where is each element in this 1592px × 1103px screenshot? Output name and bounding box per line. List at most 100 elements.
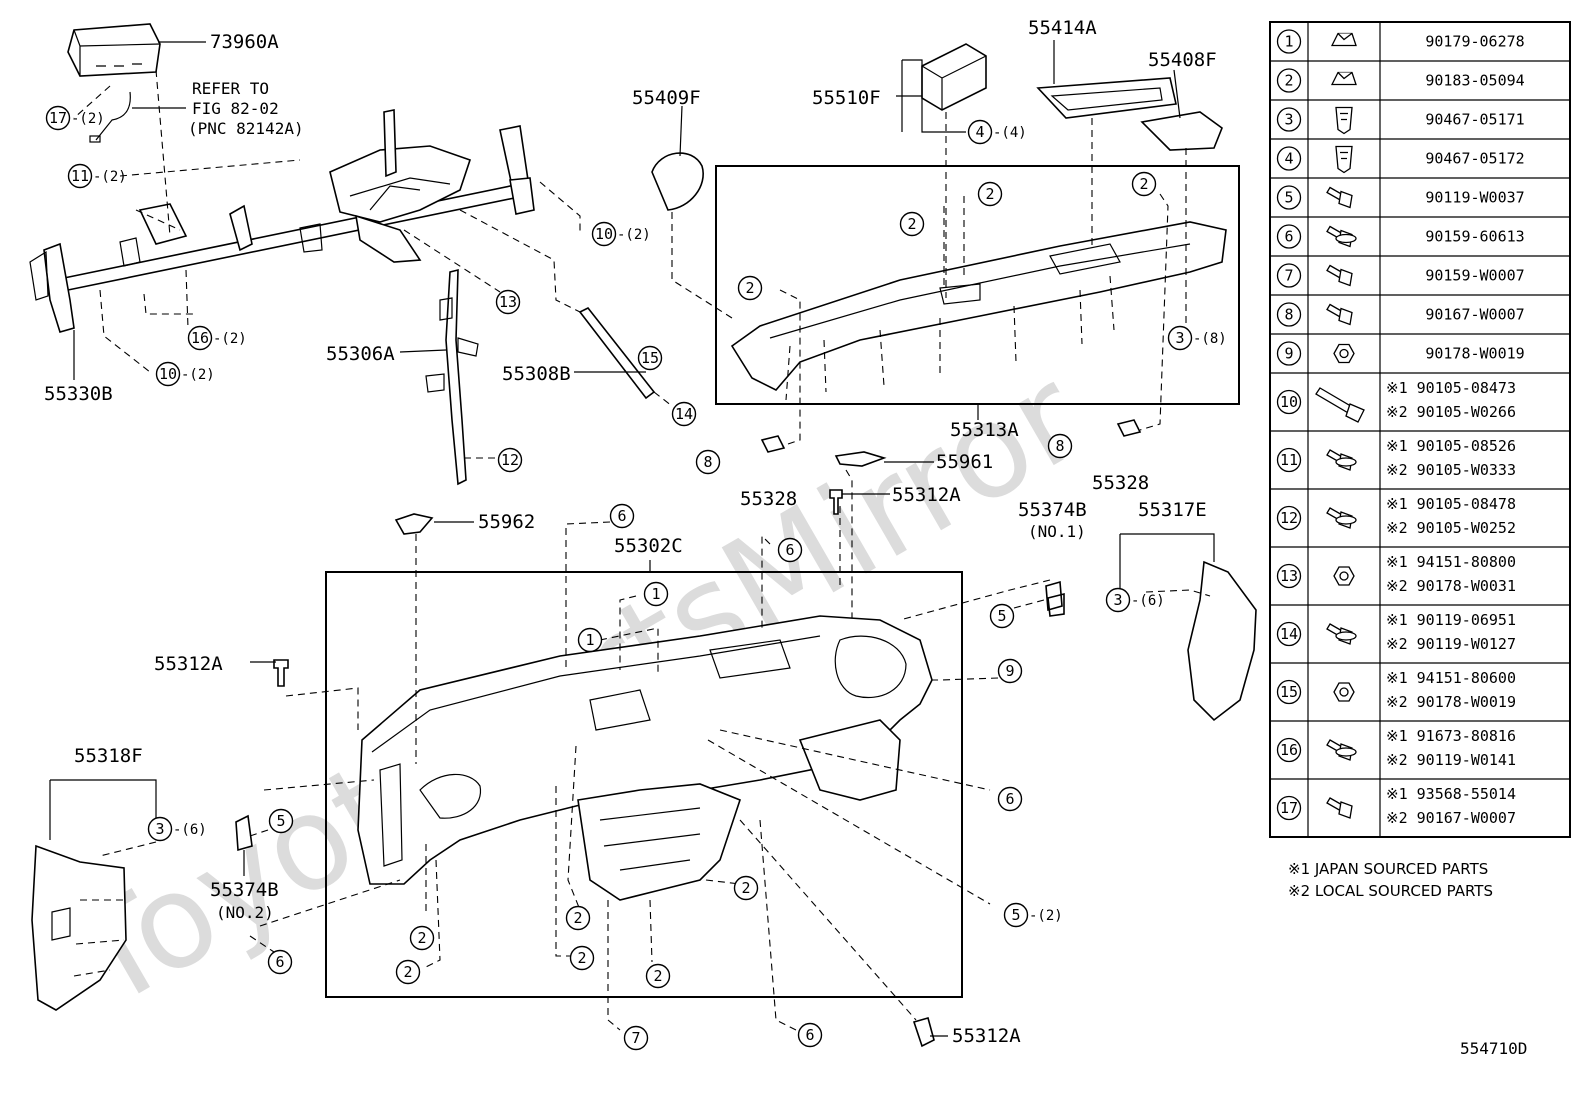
- callout-circle: [187, 325, 213, 351]
- callout-3[interactable]: 3-(8): [1167, 325, 1227, 351]
- callout-1[interactable]: 1: [577, 627, 603, 653]
- label-55318f[interactable]: 55318F: [74, 745, 143, 767]
- callout-17[interactable]: 17-(2): [45, 105, 105, 131]
- brace-55306a-part[interactable]: [425, 268, 479, 486]
- callout-2[interactable]: 2: [409, 925, 435, 951]
- callout-16[interactable]: 16-(2): [187, 325, 247, 351]
- screw-55312a-bottom-part[interactable]: [912, 1017, 935, 1048]
- callout-3[interactable]: 3-(6): [1105, 587, 1165, 613]
- fastener-row[interactable]: 12※1 90105-08478※2 90105-W0252: [1270, 488, 1570, 537]
- callout-15[interactable]: 15: [637, 345, 663, 371]
- bracket-55374b-no1-part[interactable]: [1045, 580, 1065, 617]
- fastener-number: 16: [1280, 741, 1298, 759]
- label-55374b-no1[interactable]: 55374B: [1018, 499, 1087, 521]
- callout-11[interactable]: 11-(2): [67, 163, 127, 189]
- callout-6[interactable]: 6: [997, 786, 1023, 812]
- label-55328-right[interactable]: 55328: [1092, 472, 1149, 494]
- callout-2[interactable]: 2: [737, 275, 763, 301]
- fastener-row[interactable]: 16※1 91673-80816※2 90119-W0141: [1270, 720, 1570, 769]
- label-55312a-bottom[interactable]: 55312A: [952, 1025, 1021, 1047]
- screw-55312a-left-part[interactable]: [273, 659, 289, 687]
- label-55312a-top[interactable]: 55312A: [892, 484, 961, 506]
- callout-8[interactable]: 8: [1047, 433, 1073, 459]
- label-55330b[interactable]: 55330B: [44, 383, 113, 405]
- label-55962[interactable]: 55962: [478, 511, 535, 533]
- side-panel-55318f-part[interactable]: [31, 844, 127, 1011]
- fastener-row[interactable]: 17※1 93568-55014※2 90167-W0007: [1270, 778, 1570, 827]
- callout-6[interactable]: 6: [777, 537, 803, 563]
- cover-55510f-part[interactable]: [921, 43, 987, 111]
- label-55408f[interactable]: 55408F: [1148, 49, 1217, 71]
- callout-3[interactable]: 3-(6): [147, 816, 207, 842]
- callout-6[interactable]: 6: [267, 949, 293, 975]
- callout-circle: [637, 345, 663, 371]
- label-55414a[interactable]: 55414A: [1028, 17, 1097, 39]
- callout-2[interactable]: 2: [565, 905, 591, 931]
- callout-10[interactable]: 10-(2): [155, 361, 215, 387]
- callout-4[interactable]: 4-(4): [967, 119, 1027, 145]
- label-55409f[interactable]: 55409F: [632, 87, 701, 109]
- upper-pad-55313a-part[interactable]: [730, 221, 1227, 391]
- callout-12[interactable]: 12: [497, 447, 523, 473]
- callout-2[interactable]: 2: [977, 181, 1003, 207]
- callout-9[interactable]: 9: [997, 658, 1023, 684]
- callout-7[interactable]: 7: [623, 1025, 649, 1051]
- callout-10[interactable]: 10-(2): [591, 221, 651, 247]
- callout-2[interactable]: 2: [1131, 171, 1157, 197]
- callout-circle: [695, 449, 721, 475]
- instrument-panel-reinforcement-part[interactable]: [29, 109, 535, 333]
- label-55308b[interactable]: 55308B: [502, 363, 571, 385]
- screw-55312a-top-part[interactable]: [829, 489, 843, 515]
- callout-2[interactable]: 2: [733, 875, 759, 901]
- fastener-row[interactable]: 13※1 94151-80800※2 90178-W0031: [1270, 546, 1570, 595]
- bracket-55328-right-part[interactable]: [1116, 419, 1142, 437]
- label-55302c[interactable]: 55302C: [614, 535, 683, 557]
- speaker-grille-55409f-part[interactable]: [651, 152, 704, 211]
- cover-55408f-part[interactable]: [1140, 111, 1223, 151]
- callout-5[interactable]: 5: [268, 808, 294, 834]
- fastener-row[interactable]: 15※1 94151-80600※2 90178-W0019: [1270, 662, 1570, 711]
- callout-8[interactable]: 8: [695, 449, 721, 475]
- callout-2[interactable]: 2: [395, 959, 421, 985]
- knee-airbag-part[interactable]: [67, 23, 161, 143]
- fastener-row[interactable]: 14※1 90119-06951※2 90119-W0127: [1270, 604, 1570, 653]
- callout-13[interactable]: 13: [495, 289, 521, 315]
- callout-14[interactable]: 14: [671, 401, 697, 427]
- label-55317e[interactable]: 55317E: [1138, 499, 1207, 521]
- callout-1[interactable]: 1: [643, 581, 669, 607]
- label-55312a-left[interactable]: 55312A: [154, 653, 223, 675]
- side-panel-55317e-part[interactable]: [1187, 560, 1257, 722]
- label-55374b-no2[interactable]: 55374B: [210, 879, 279, 901]
- bracket-55328-left-part[interactable]: [760, 435, 786, 453]
- label-55313a[interactable]: 55313A: [950, 419, 1019, 441]
- label-55306a[interactable]: 55306A: [326, 343, 395, 365]
- fastener-row[interactable]: 10※1 90105-08473※2 90105-W0266: [1270, 372, 1570, 423]
- finish-panel-55962-part[interactable]: [394, 513, 434, 535]
- fastener-row[interactable]: 11※1 90105-08526※2 90105-W0333: [1270, 430, 1570, 479]
- callout-5[interactable]: 5: [989, 603, 1015, 629]
- instrument-panel-55302c-part[interactable]: [357, 615, 933, 901]
- label-55510f[interactable]: 55510F: [812, 87, 881, 109]
- label-55961[interactable]: 55961: [936, 451, 993, 473]
- finish-panel-55961-part[interactable]: [834, 451, 887, 467]
- label-73960a[interactable]: 73960A: [210, 31, 279, 53]
- callout-5[interactable]: 5-(2): [1003, 902, 1063, 928]
- callout-2[interactable]: 2: [645, 963, 671, 989]
- callout-2[interactable]: 2: [899, 211, 925, 237]
- callout-2[interactable]: 2: [569, 945, 595, 971]
- callout-6[interactable]: 6: [609, 503, 635, 529]
- cluster-finish-panel-55414a-part[interactable]: [1036, 77, 1177, 119]
- bracket-55374b-no2-part[interactable]: [235, 814, 253, 852]
- callout-6[interactable]: 6: [797, 1022, 823, 1048]
- label-55328-left[interactable]: 55328: [740, 488, 797, 510]
